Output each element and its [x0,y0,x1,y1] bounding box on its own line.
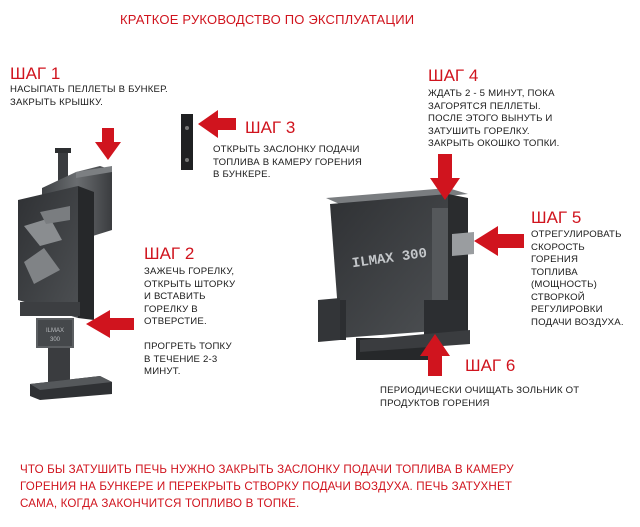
step-1-label: ШАГ 1 [10,64,61,83]
step-5-text: ОТРЕГУЛИРОВАТЬ СКОРОСТЬ ГОРЕНИЯ ТОПЛИВА … [531,229,624,328]
step-5-label: ШАГ 5 [531,208,582,227]
damper-handle-image [181,114,193,170]
step-3-text: ОТКРЫТЬ ЗАСЛОНКУ ПОДАЧИ ТОПЛИВА В КАМЕРУ… [213,144,362,180]
footer-note: ЧТО БЫ ЗАТУШИТЬ ПЕЧЬ НУЖНО ЗАКРЫТЬ ЗАСЛО… [20,463,514,510]
page-title: КРАТКОЕ РУКОВОДСТВО ПО ЭКСПЛУАТАЦИИ [120,12,415,27]
step-4-label: ШАГ 4 [428,66,479,85]
step-6-label: ШАГ 6 [465,356,516,375]
arrow-step-6 [420,334,450,376]
step-2-label: ШАГ 2 [144,244,195,263]
step-4-text: ЖДАТЬ 2 - 5 МИНУТ, ПОКА ЗАГОРЯТСЯ ПЕЛЛЕТ… [428,88,560,149]
arrow-step-1 [95,128,121,160]
stove-front-view-image: ILMAX 300 [318,188,474,360]
arrow-step-4 [430,154,460,200]
arrow-step-2 [86,310,134,338]
stove-side-marking: ILMAX [46,328,64,334]
step-3-label: ШАГ 3 [245,118,296,137]
step-1-text: НАСЫПАТЬ ПЕЛЛЕТЫ В БУНКЕР. ЗАКРЫТЬ КРЫШК… [10,84,168,108]
step-6-text: ПЕРИОДИЧЕСКИ ОЧИЩАТЬ ЗОЛЬНИК ОТ ПРОДУКТО… [380,385,580,409]
arrow-step-3 [198,110,236,138]
arrow-step-5 [474,226,524,256]
step-2-text: ЗАЖЕЧЬ ГОРЕЛКУ, ОТКРЫТЬ ШТОРКУ И ВСТАВИТ… [144,266,236,377]
svg-text:300: 300 [50,337,61,343]
